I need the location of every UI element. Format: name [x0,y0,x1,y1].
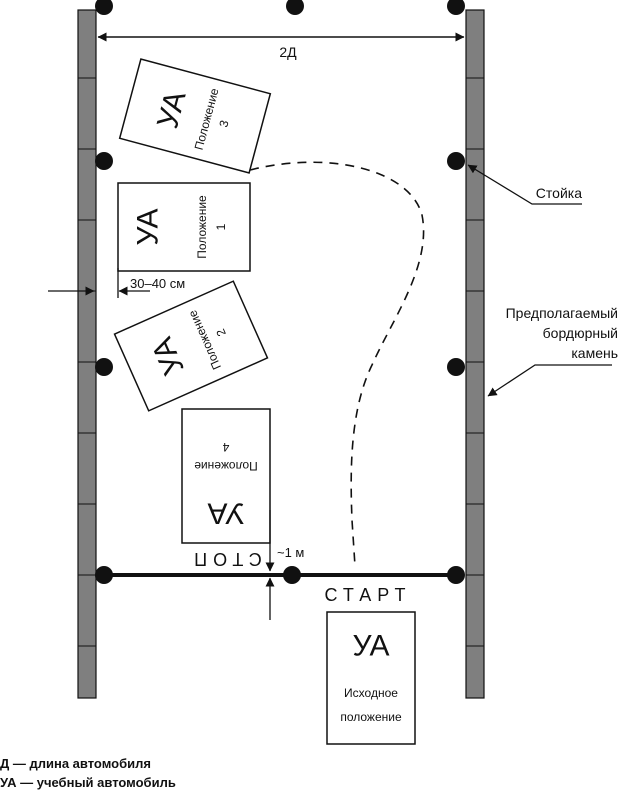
car-abbr: УА [352,630,389,663]
position-number: 3 [216,118,231,128]
position-number: 1 [214,223,228,230]
car-abbr: УА [132,208,165,245]
initial-position-line-2: положение [340,710,402,724]
post-marker [95,566,113,584]
curb-label-line-3: камень [571,345,618,361]
car-initial-position: УА Исходное положение [326,611,416,745]
start-label: СТАРТ [325,585,412,605]
post-marker [286,0,304,15]
car-position-2: УА Положение 2 [113,280,269,412]
curb-label-line-2: бордюрный [543,325,618,341]
car-abbr: УА [207,497,244,530]
car-position-3: УА Положение 3 [118,58,272,174]
trajectory-path [249,161,425,567]
side-gap-dimension: 30–40 см [48,268,185,298]
post-marker [95,152,113,170]
width-dimension: 2Д [97,32,465,60]
post-marker [447,152,465,170]
post-marker [447,0,465,15]
position-number: 4 [222,440,229,454]
legend-line-1: Д — длина автомобиля [0,756,151,771]
position-word: Положение [195,195,209,259]
posts [95,0,465,584]
post-marker [283,566,301,584]
post-callout: Стойка [467,164,582,205]
car-position-4: УА Положение 4 [181,408,271,544]
stop-gap-label: ~1 м [277,545,304,560]
curb-label-line-1: Предполагаемый [506,305,618,321]
left-curb [77,9,97,699]
post-marker [95,0,113,15]
right-curb [465,9,485,699]
initial-position-line-1: Исходное [344,686,398,700]
stop-gap-dimension: ~1 м [265,510,304,620]
stop-label: СТОП [188,549,262,569]
position-word: Положение [194,459,258,473]
side-gap-label: 30–40 см [130,276,185,291]
post-label: Стойка [536,185,582,201]
legend-line-2: УА — учебный автомобиль [0,775,176,790]
post-marker [95,358,113,376]
car-position-1: УА Положение 1 [117,182,251,272]
curb-callout: Предполагаемый бордюрный камень [487,305,618,397]
post-marker [447,358,465,376]
width-label: 2Д [279,44,297,60]
post-marker [447,566,465,584]
